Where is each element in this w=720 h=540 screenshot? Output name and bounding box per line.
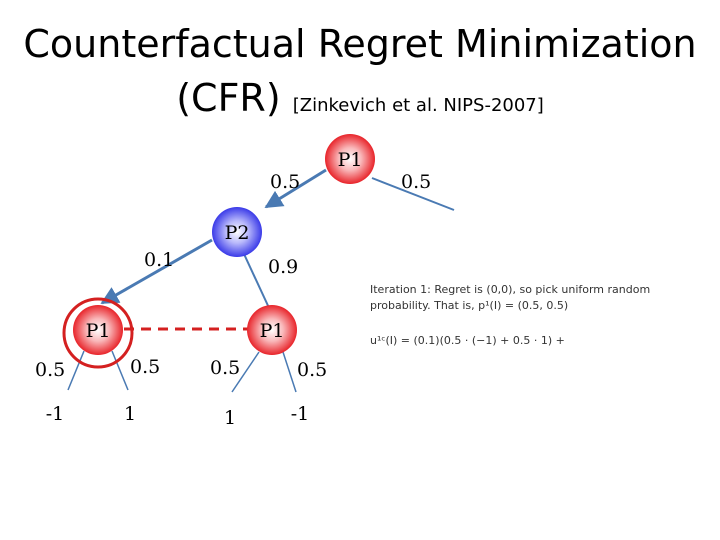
leaf-payoff-3: 1 [224,407,236,429]
p1left-right-prob: 0.5 [130,356,160,378]
root-node-label: P1 [338,149,363,171]
p1right-right-prob: 0.5 [297,359,327,381]
p1right-left-prob: 0.5 [210,357,240,379]
p2-right-prob: 0.9 [268,256,298,278]
root-node [325,134,375,184]
edge-root-p2 [264,168,327,209]
edge-p1right-leaf3 [231,351,260,393]
p2-node [212,207,262,257]
iteration-note: Iteration 1: Regret is (0,0), so pick un… [370,282,670,314]
p2-left-prob: 0.1 [144,249,174,271]
iteration-note-line2: probability. That is, p¹(I) = (0.5, 0.5) [370,299,569,312]
highlight-circle [62,297,134,369]
slide-title-line1: Counterfactual Regret Minimization [23,22,697,66]
iteration-note-line1: Iteration 1: Regret is (0,0), so pick un… [370,283,651,296]
edge-root-right [371,177,455,211]
edge-p1left-leaf2 [111,350,129,391]
p1-right-node-label: P1 [260,320,285,342]
edge-p2-p1right [243,253,271,311]
leaf-payoff-4: -1 [291,403,310,425]
p1left-left-prob: 0.5 [35,359,65,381]
title-citation: [Zinkevich et al. NIPS-2007] [292,95,544,116]
title-cfr: (CFR) [176,76,281,120]
leaf-payoff-1: -1 [46,403,65,425]
p1-left-node-label: P1 [86,320,111,342]
slide-title-line2: (CFR) [Zinkevich et al. NIPS-2007] [0,76,720,120]
root-right-prob: 0.5 [401,171,431,193]
root-left-prob: 0.5 [270,171,300,193]
edge-p1left-leaf1 [67,350,85,391]
edge-p1right-leaf4 [282,351,297,393]
utility-formula: u¹ᶜ(I) = (0.1)(0.5 · (−1) + 0.5 · 1) + [370,334,565,347]
leaf-payoff-2: 1 [124,403,136,425]
p1-left-node [73,305,123,355]
edge-p2-p1left [100,238,213,305]
p2-node-label: P2 [225,222,250,244]
p1-right-node [247,305,297,355]
